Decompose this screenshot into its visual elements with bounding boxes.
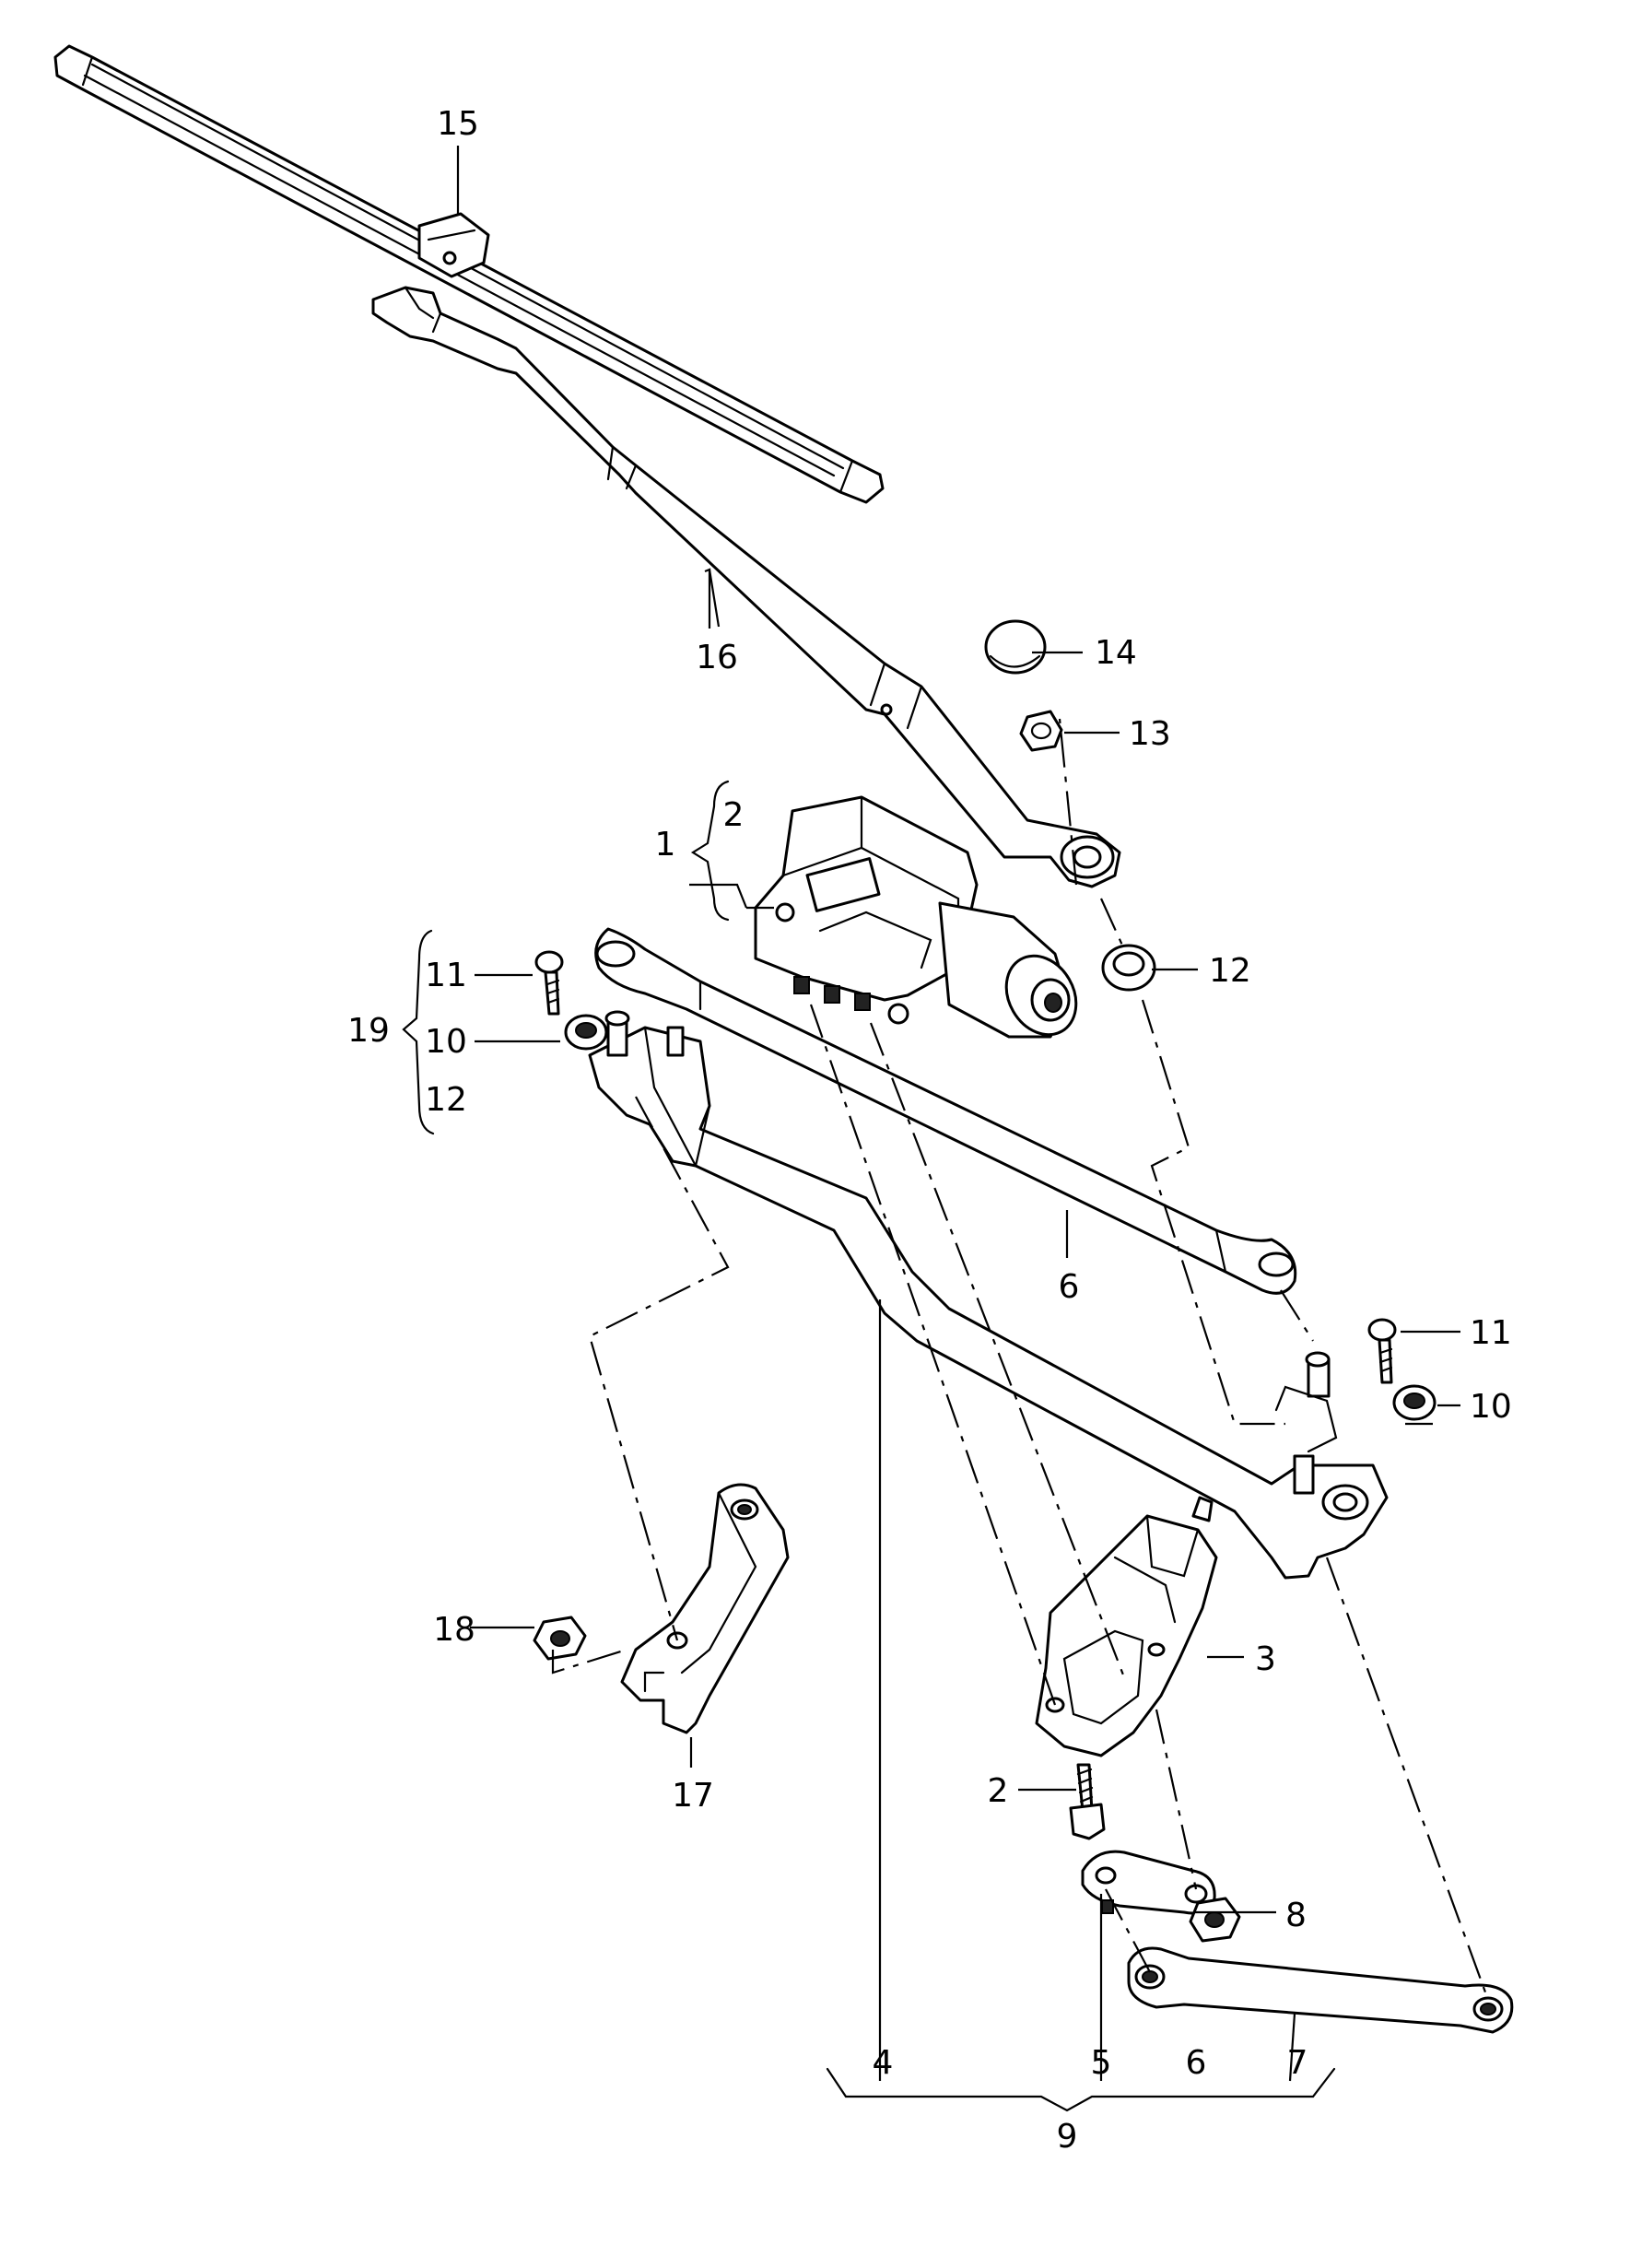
nut-13 bbox=[1019, 710, 1063, 752]
callout-13: 13 bbox=[1129, 715, 1171, 753]
callout-12-left: 12 bbox=[425, 1081, 467, 1119]
callout-19: 19 bbox=[347, 1012, 390, 1050]
callout-6-lower: 6 bbox=[1186, 2044, 1207, 2082]
callout-11-right: 11 bbox=[1470, 1314, 1512, 1352]
callout-7: 7 bbox=[1287, 2044, 1308, 2082]
nut-10-right bbox=[1392, 1384, 1437, 1421]
callout-14: 14 bbox=[1095, 634, 1137, 672]
callouts: 15 16 14 13 1 2 12 11 19 10 12 6 11 10 3… bbox=[347, 105, 1512, 2156]
callout-10-right: 10 bbox=[1470, 1388, 1512, 1426]
linkage-frame bbox=[588, 1010, 1389, 1580]
callout-11-left: 11 bbox=[425, 957, 467, 994]
leader-lines bbox=[456, 146, 1460, 2082]
wiper-motor bbox=[754, 795, 1078, 1039]
wiper-blade bbox=[53, 44, 885, 504]
motor-bracket bbox=[1035, 1496, 1218, 1757]
support-bracket bbox=[620, 1483, 790, 1734]
bolt-11-left bbox=[534, 950, 564, 1016]
bolt-11-right bbox=[1367, 1318, 1397, 1384]
brace-1 bbox=[690, 780, 730, 922]
callout-12-right: 12 bbox=[1209, 952, 1251, 990]
callout-10-left: 10 bbox=[425, 1023, 467, 1061]
callout-18: 18 bbox=[433, 1611, 475, 1649]
callout-4: 4 bbox=[873, 2044, 894, 2082]
callout-8: 8 bbox=[1285, 1897, 1307, 1934]
bolt-2 bbox=[1069, 1763, 1106, 1840]
assembly-lines bbox=[551, 718, 1490, 2001]
callout-17: 17 bbox=[672, 1777, 714, 1815]
nut-10-left bbox=[564, 1014, 608, 1051]
connecting-rod bbox=[1127, 1946, 1514, 2034]
callout-3: 3 bbox=[1255, 1640, 1276, 1678]
callout-2-upper: 2 bbox=[723, 796, 745, 834]
callout-15: 15 bbox=[437, 105, 479, 143]
brace-9 bbox=[826, 2067, 1336, 2112]
callout-16: 16 bbox=[696, 639, 738, 676]
crank bbox=[1081, 1850, 1216, 1915]
nut-18 bbox=[533, 1616, 587, 1661]
callout-9: 9 bbox=[1057, 2118, 1078, 2156]
callout-2-lower: 2 bbox=[988, 1772, 1009, 1810]
grommet-12 bbox=[1101, 944, 1156, 992]
nut-8 bbox=[1189, 1897, 1241, 1943]
push-rod bbox=[594, 927, 1297, 1295]
cap bbox=[984, 619, 1047, 675]
callout-1: 1 bbox=[655, 826, 676, 864]
callout-6-upper: 6 bbox=[1059, 1268, 1080, 1306]
callout-5: 5 bbox=[1091, 2044, 1112, 2082]
brace-19 bbox=[402, 929, 435, 1135]
wiper-arm bbox=[371, 286, 1121, 888]
